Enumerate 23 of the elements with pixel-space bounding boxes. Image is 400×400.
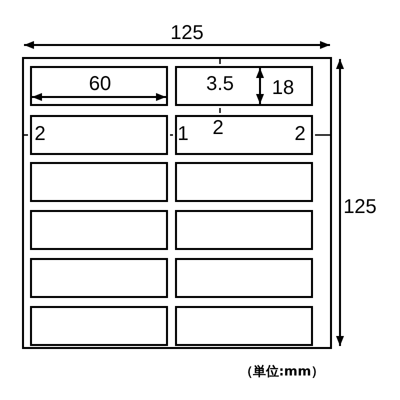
dimension-label: 2: [34, 124, 46, 144]
dimension-label: 2: [294, 124, 306, 144]
blank-label: [30, 115, 168, 155]
blank-label: [30, 66, 168, 106]
blank-label: [175, 162, 313, 202]
dimension-label: 3.5: [206, 74, 234, 94]
blank-label: [30, 258, 168, 298]
dimension-label: 125: [170, 23, 204, 43]
dimension-label: 60: [88, 74, 112, 94]
blank-label: [175, 115, 313, 155]
blank-label: [30, 162, 168, 202]
blank-label: [30, 210, 168, 250]
dimension-label: 18: [272, 78, 294, 98]
blank-label: [175, 66, 313, 106]
unit-note: （単位:mm）: [240, 366, 324, 378]
blank-label: [175, 210, 313, 250]
dimension-label: 1: [177, 124, 189, 144]
dimension-label: 125: [343, 197, 377, 217]
blank-label: [175, 258, 313, 298]
blank-label: [175, 306, 313, 346]
label-sheet: [22, 57, 332, 349]
blank-label: [30, 306, 168, 346]
dimension-label: 2: [212, 118, 224, 138]
